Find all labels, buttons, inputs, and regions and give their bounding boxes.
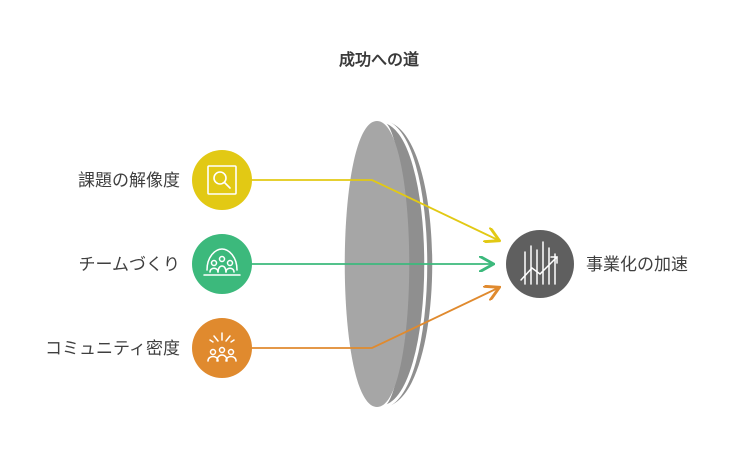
label-acceleration: 事業化の加速 [586,255,688,275]
growth-chart-icon [520,241,558,285]
output-circle [506,230,574,298]
label-community: コミュニティ密度 [45,339,180,359]
resolution-circle [192,150,252,210]
team-icon [203,248,241,276]
label-resolution: 課題の解像度 [78,171,180,191]
label-team: チームづくり [79,255,181,275]
community-icon [207,332,237,362]
input-team: チームづくり [79,234,252,294]
input-community: コミュニティ密度 [45,318,252,378]
arrow-resolution [250,179,498,240]
magnifier-icon [207,165,237,195]
input-resolution: 課題の解像度 [78,150,252,210]
diagram-title: 成功への道 [339,50,419,69]
arrow-community [250,288,498,349]
team-circle [192,234,252,294]
output-acceleration: 事業化の加速 [506,230,688,298]
